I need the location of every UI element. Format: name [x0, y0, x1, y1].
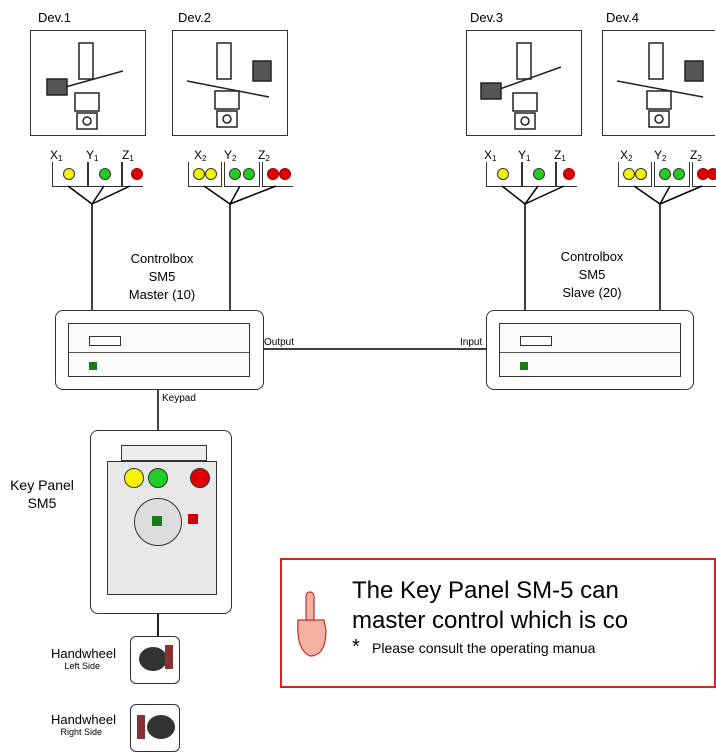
controlbox-slave-label: Controlbox SM5 Slave (20)	[560, 249, 624, 300]
controlbox-slave-rack	[499, 323, 681, 377]
dev4-axis-y: Y2	[654, 148, 667, 163]
dev3-led-x	[486, 162, 522, 187]
dev1-led-x	[52, 162, 88, 187]
dev1-axis-z: Z1	[122, 148, 134, 163]
dev4-axis-x: X2	[620, 148, 633, 163]
dev4-led-z	[692, 162, 716, 187]
dev1-led-y	[88, 162, 122, 187]
controlbox-master-rack	[68, 323, 250, 377]
note-footnote: Please consult the operating manua	[372, 640, 596, 656]
controlbox-master	[55, 310, 264, 390]
dev1-label: Dev.1	[38, 10, 71, 25]
pointing-hand-icon	[297, 591, 327, 657]
dev2-axis-z: Z2	[258, 148, 270, 163]
note-text: The Key Panel SM-5 can master control wh…	[352, 577, 629, 634]
microscope-icon	[616, 42, 704, 128]
controlbox-master-label: Controlbox SM5 Master (10)	[128, 251, 196, 302]
note-box: The Key Panel SM-5 can master control wh…	[280, 558, 716, 688]
dev2-led-z	[262, 162, 293, 187]
handwheel-left	[130, 636, 180, 684]
dev4-box	[602, 30, 715, 136]
dev2-axis-y: Y2	[224, 148, 237, 163]
dev1-led-z	[122, 162, 143, 187]
dev4-axis-z: Z2	[690, 148, 702, 163]
microscope-icon	[480, 42, 562, 130]
handwheel-right-label: Handwheel Right Side	[50, 712, 116, 737]
output-port-label: Output	[264, 337, 295, 348]
dev3-led-z	[556, 162, 577, 187]
key-panel	[90, 430, 232, 614]
controlbox-slave	[486, 310, 694, 390]
note-asterisk: *	[352, 636, 360, 658]
key-panel-label: Key Panel SM5	[10, 477, 74, 511]
dev2-axis-x: X2	[194, 148, 207, 163]
dev3-axis-x: X1	[484, 148, 497, 163]
dev3-box	[466, 30, 582, 136]
dev3-axis-y: Y1	[518, 148, 531, 163]
dev2-led-y	[224, 162, 260, 187]
dev2-box	[172, 30, 288, 136]
microscope-icon	[46, 42, 124, 130]
dev3-axis-z: Z1	[554, 148, 566, 163]
dev2-label: Dev.2	[178, 10, 211, 25]
dev1-box	[30, 30, 146, 136]
handwheel-right	[130, 704, 180, 752]
dev4-label: Dev.4	[606, 10, 639, 25]
microscope-icon	[186, 42, 272, 128]
dev1-axis-x: X1	[50, 148, 63, 163]
keypad-port-label: Keypad	[162, 393, 196, 404]
dev3-label: Dev.3	[470, 10, 503, 25]
handwheel-left-label: Handwheel Left Side	[50, 646, 116, 671]
dev4-led-y	[654, 162, 690, 187]
dev1-axis-y: Y1	[86, 148, 99, 163]
dev2-led-x	[188, 162, 222, 187]
input-port-label: Input	[460, 337, 483, 348]
dev3-led-y	[522, 162, 556, 187]
